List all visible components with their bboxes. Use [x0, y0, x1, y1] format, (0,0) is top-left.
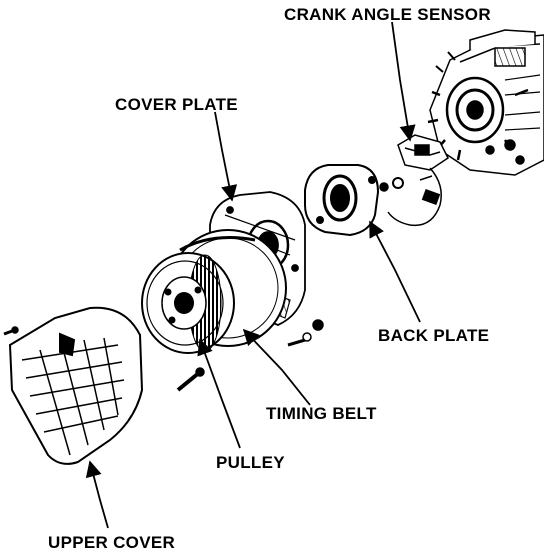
cover-plate-label: COVER PLATE	[115, 95, 238, 114]
fastener-drawings	[3, 319, 324, 392]
upper-cover-leader	[85, 460, 109, 529]
timing-belt-leader	[242, 328, 311, 406]
crank-angle-sensor-drawing	[379, 134, 449, 227]
crank-angle-sensor-label: CRANK ANGLE SENSOR	[284, 5, 491, 24]
back-plate-leader	[369, 220, 421, 323]
upper-cover-drawing	[8, 306, 144, 465]
crank-angle-sensor-leader	[391, 21, 416, 142]
back-plate-label: BACK PLATE	[378, 326, 489, 345]
back-plate-drawing	[304, 164, 380, 237]
leader-lines	[85, 21, 421, 529]
engine-block-drawing	[427, 29, 544, 176]
upper-cover-label: UPPER COVER	[48, 533, 175, 552]
pulley-drawing	[141, 252, 235, 354]
pulley-leader	[197, 338, 241, 449]
pulley-label: PULLEY	[216, 453, 285, 472]
cover-plate-leader	[214, 111, 238, 202]
timing-belt-label: TIMING BELT	[266, 404, 377, 423]
